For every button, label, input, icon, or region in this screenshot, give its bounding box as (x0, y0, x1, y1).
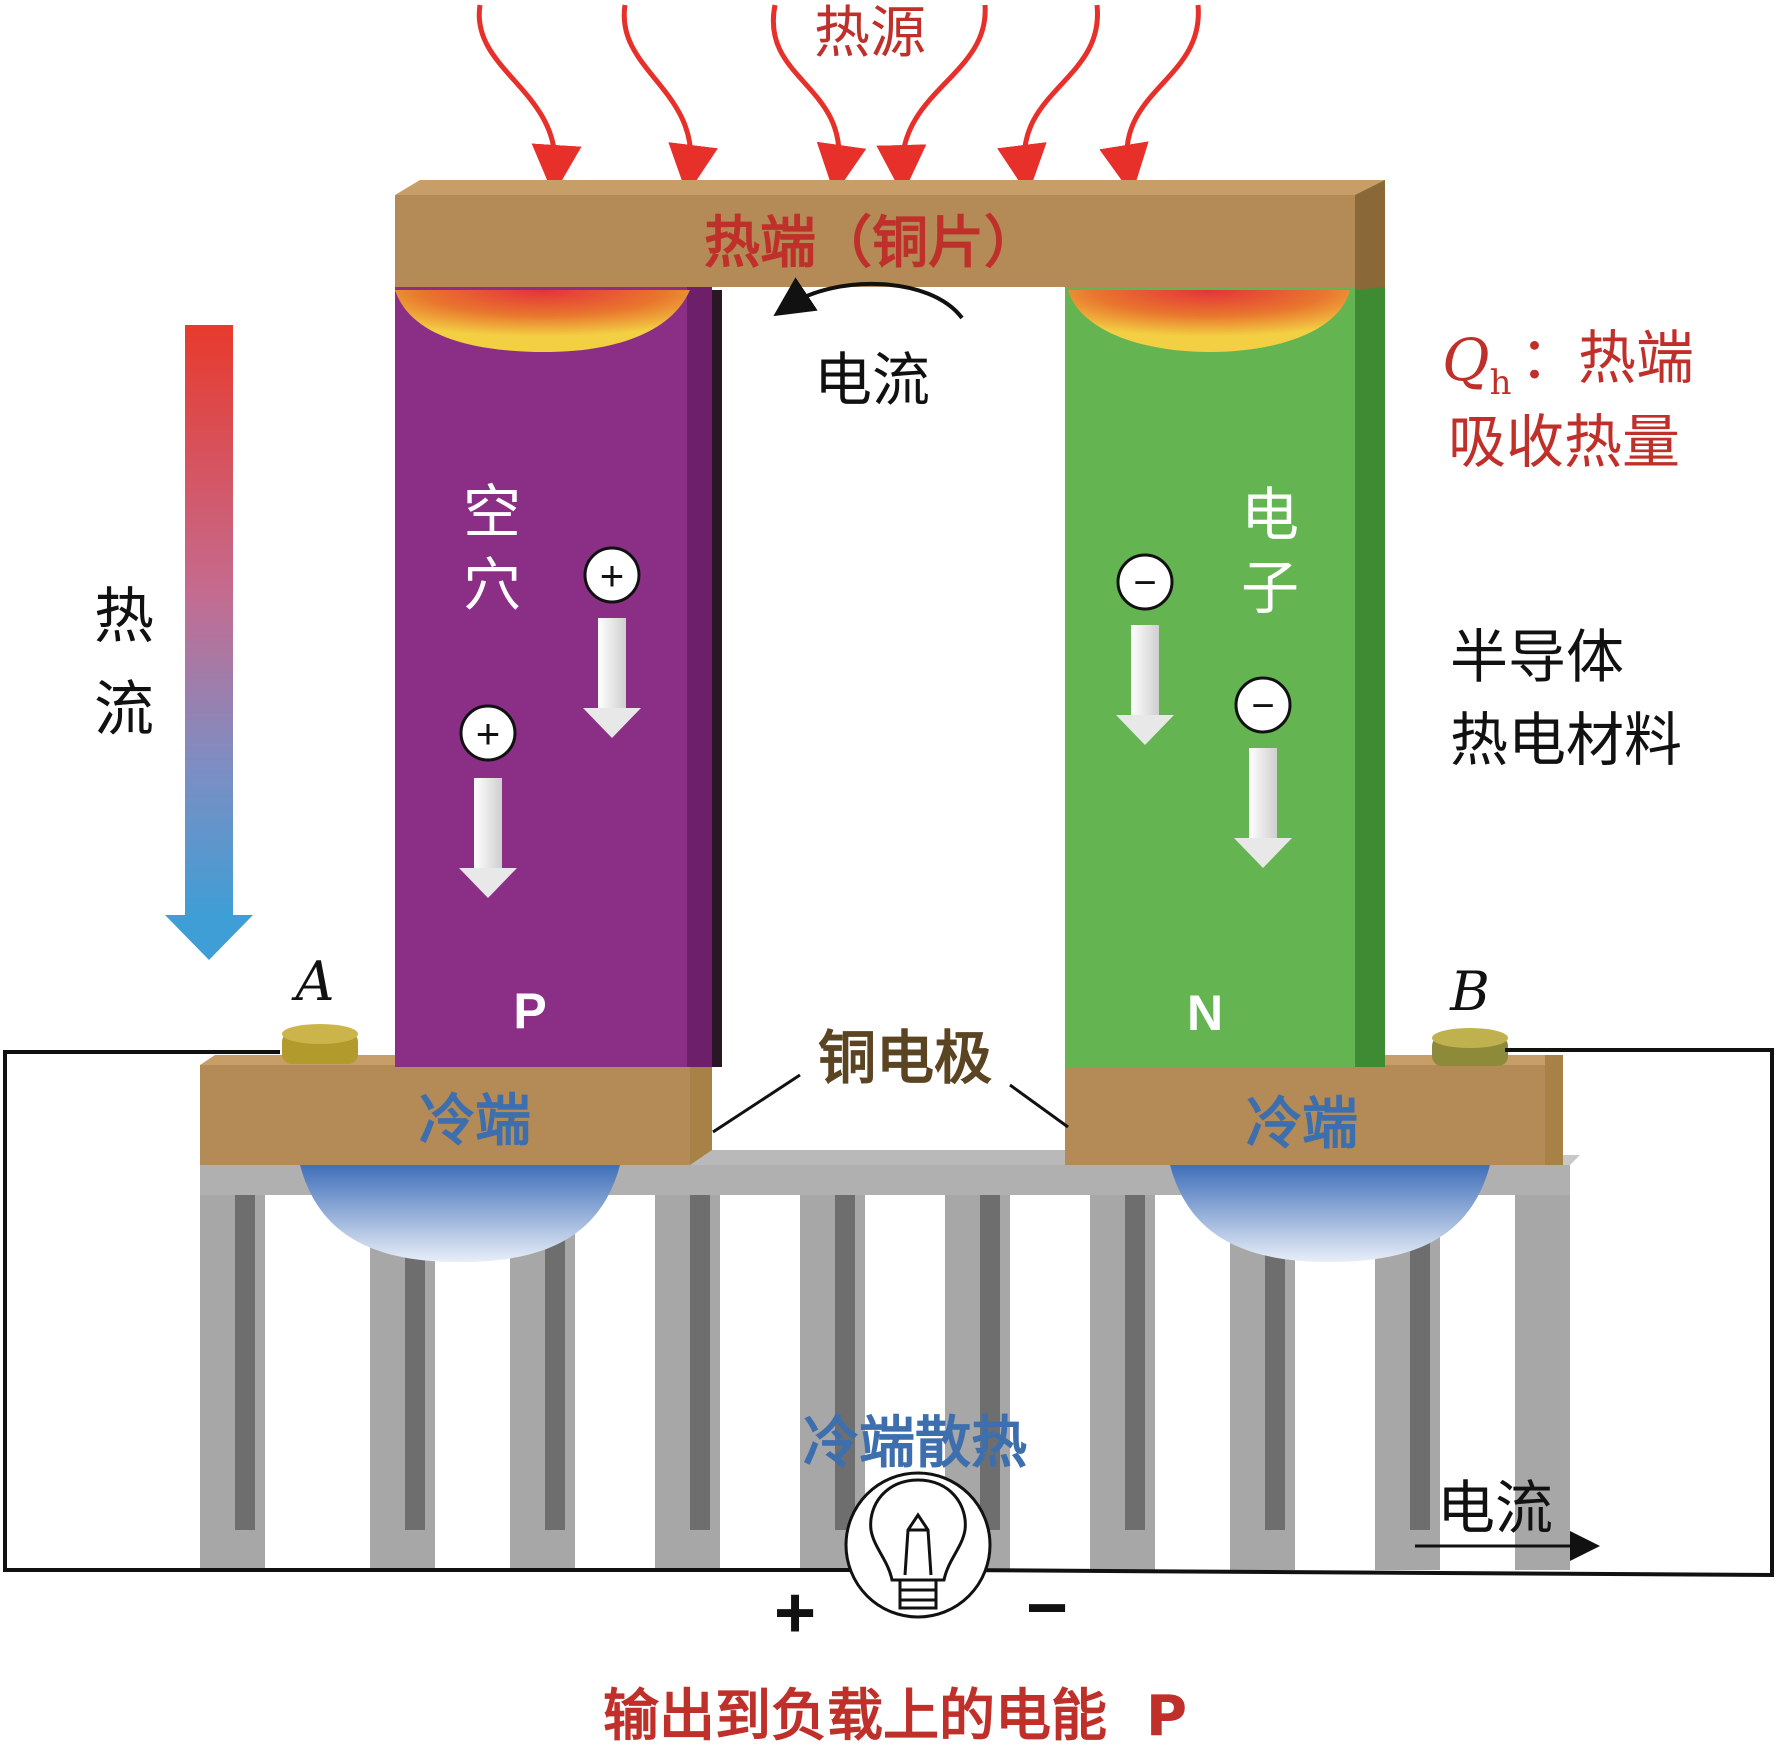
qh-label: Qh ：热端 吸收热量 (1442, 324, 1694, 476)
p-type-label: P (513, 983, 546, 1039)
heat-arrow (997, 4, 1100, 195)
cold-end-left-label: 冷端 (419, 1089, 531, 1154)
external-current-label: 电流 (1437, 1474, 1553, 1542)
n-type-label: N (1187, 985, 1223, 1041)
heat-source-label: 热源 (814, 1, 926, 66)
hole-charge-sign: + (476, 710, 501, 757)
positive-terminal-sign: + (774, 1573, 816, 1653)
n-type-leg (1065, 280, 1385, 1067)
semiconductor-label-line1: 半导体 (1450, 623, 1624, 691)
qh-line2: 吸收热量 (1448, 408, 1680, 476)
heat-arrow (1099, 4, 1201, 195)
terminal-b-stud (1432, 1028, 1508, 1066)
heat-arrow (770, 4, 867, 195)
holes-char-2: 穴 (463, 551, 521, 619)
electrons-char-2: 子 (1241, 554, 1299, 622)
copper-electrode-label: 铜电极 (818, 1024, 992, 1092)
svg-text:Qh: Qh (1442, 326, 1511, 403)
electron-charge-sign: − (1133, 561, 1156, 605)
p-type-leg (395, 280, 722, 1067)
hot-end-label: 热端（铜片） (704, 211, 1040, 276)
qh-symbol: Q (1442, 326, 1490, 394)
output-power-caption: 输出到负载上的电能 P (603, 1684, 1187, 1749)
heat-sink (200, 1155, 1580, 1570)
hole-carrier: + (583, 546, 641, 738)
light-bulb-icon (844, 1471, 992, 1619)
qh-line1-suffix: ：热端 (1520, 324, 1694, 392)
heat-source-arrows (476, 4, 1201, 195)
heat-arrow (621, 4, 718, 195)
semiconductor-label-line2: 热电材料 (1450, 706, 1682, 774)
electrons-char-1: 电 (1241, 481, 1299, 549)
electron-carrier: − (1234, 676, 1292, 868)
heat-arrow (476, 4, 582, 195)
cold-end-dissipation-label: 冷端散热 (803, 1411, 1027, 1476)
electron-charge-sign: − (1251, 684, 1274, 728)
terminal-b-label: B (1449, 960, 1490, 1023)
internal-current-label: 电流 (814, 346, 930, 414)
negative-terminal-sign: − (1026, 1568, 1068, 1648)
cold-region-left (300, 1165, 620, 1262)
qh-subscript: h (1490, 363, 1512, 403)
heat-flow-char-1: 热 (94, 582, 154, 652)
internal-current-arrow (773, 277, 964, 320)
hole-charge-sign: + (600, 552, 625, 599)
heat-flow-char-2: 流 (94, 675, 154, 745)
holes-char-1: 空 (463, 478, 521, 546)
electron-carrier: − (1116, 553, 1174, 745)
cold-region-right (1170, 1165, 1490, 1262)
hot-end-copper (395, 180, 1385, 290)
hole-carrier: + (459, 704, 517, 898)
electrode-leader-lines (712, 1073, 1069, 1134)
bottom-gap-shadow (690, 1150, 1065, 1165)
cold-end-right-label: 冷端 (1246, 1092, 1358, 1157)
heat-arrow (876, 4, 988, 195)
external-circuit-wire (3, 1048, 1774, 1578)
heat-flow-arrow (165, 325, 253, 960)
terminal-a-label: A (291, 950, 335, 1013)
terminal-a-stud (282, 1024, 358, 1064)
